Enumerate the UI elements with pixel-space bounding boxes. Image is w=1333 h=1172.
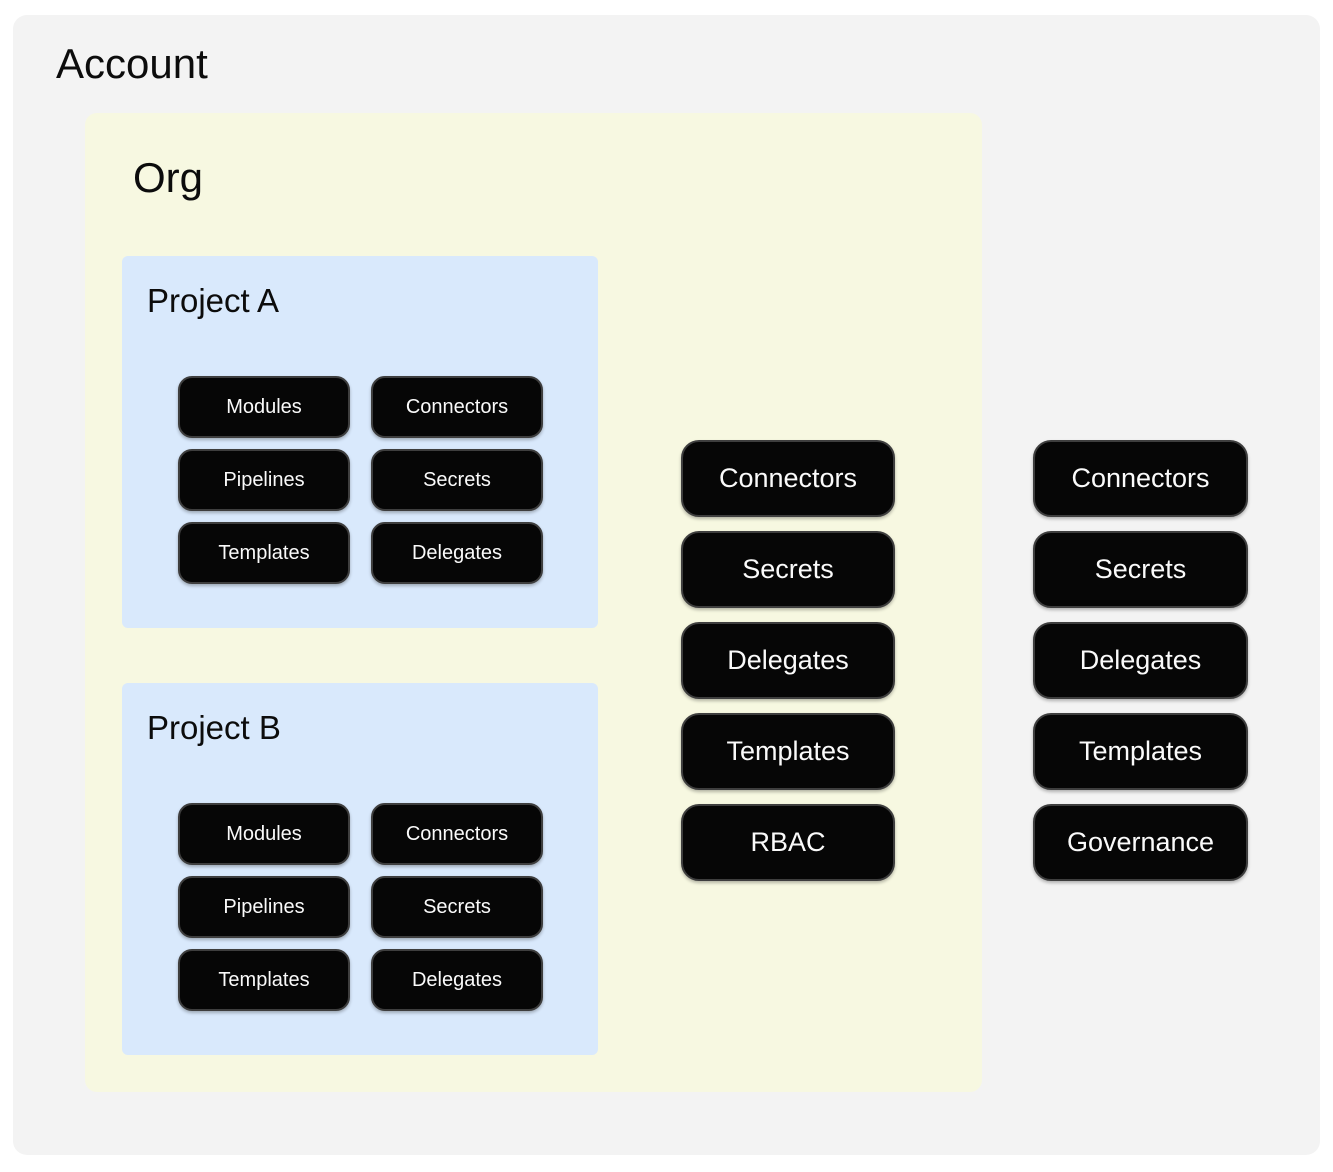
account-container: Account Org Project A Modules Connectors… (13, 15, 1320, 1155)
project-a-title: Project A (147, 282, 280, 319)
project-b-title: Project B (147, 709, 281, 746)
project-a-modules-pill[interactable]: Modules (178, 376, 350, 438)
org-rbac-pill[interactable]: RBAC (681, 804, 895, 881)
account-secrets-pill[interactable]: Secrets (1033, 531, 1248, 608)
account-title: Account (56, 40, 208, 87)
project-b-templates-pill[interactable]: Templates (178, 949, 350, 1011)
project-a-secrets-pill[interactable]: Secrets (371, 449, 543, 511)
project-b-modules-pill[interactable]: Modules (178, 803, 350, 865)
project-b-services-grid: Modules Connectors Pipelines Secrets Tem… (178, 803, 543, 1011)
project-a-delegates-pill[interactable]: Delegates (371, 522, 543, 584)
account-delegates-pill[interactable]: Delegates (1033, 622, 1248, 699)
account-connectors-pill[interactable]: Connectors (1033, 440, 1248, 517)
project-b-delegates-pill[interactable]: Delegates (371, 949, 543, 1011)
project-a-services-grid: Modules Connectors Pipelines Secrets Tem… (178, 376, 543, 584)
org-delegates-pill[interactable]: Delegates (681, 622, 895, 699)
project-b-connectors-pill[interactable]: Connectors (371, 803, 543, 865)
account-services-column: Connectors Secrets Delegates Templates G… (1033, 440, 1248, 881)
project-b-pipelines-pill[interactable]: Pipelines (178, 876, 350, 938)
account-templates-pill[interactable]: Templates (1033, 713, 1248, 790)
org-container: Org Project A Modules Connectors Pipelin… (85, 113, 982, 1092)
org-title: Org (133, 154, 204, 201)
project-a-container: Project A Modules Connectors Pipelines S… (122, 256, 598, 628)
org-services-column: Connectors Secrets Delegates Templates R… (681, 440, 895, 881)
org-connectors-pill[interactable]: Connectors (681, 440, 895, 517)
project-a-pipelines-pill[interactable]: Pipelines (178, 449, 350, 511)
project-b-secrets-pill[interactable]: Secrets (371, 876, 543, 938)
org-templates-pill[interactable]: Templates (681, 713, 895, 790)
project-b-container: Project B Modules Connectors Pipelines S… (122, 683, 598, 1055)
project-a-templates-pill[interactable]: Templates (178, 522, 350, 584)
project-a-connectors-pill[interactable]: Connectors (371, 376, 543, 438)
account-governance-pill[interactable]: Governance (1033, 804, 1248, 881)
org-secrets-pill[interactable]: Secrets (681, 531, 895, 608)
